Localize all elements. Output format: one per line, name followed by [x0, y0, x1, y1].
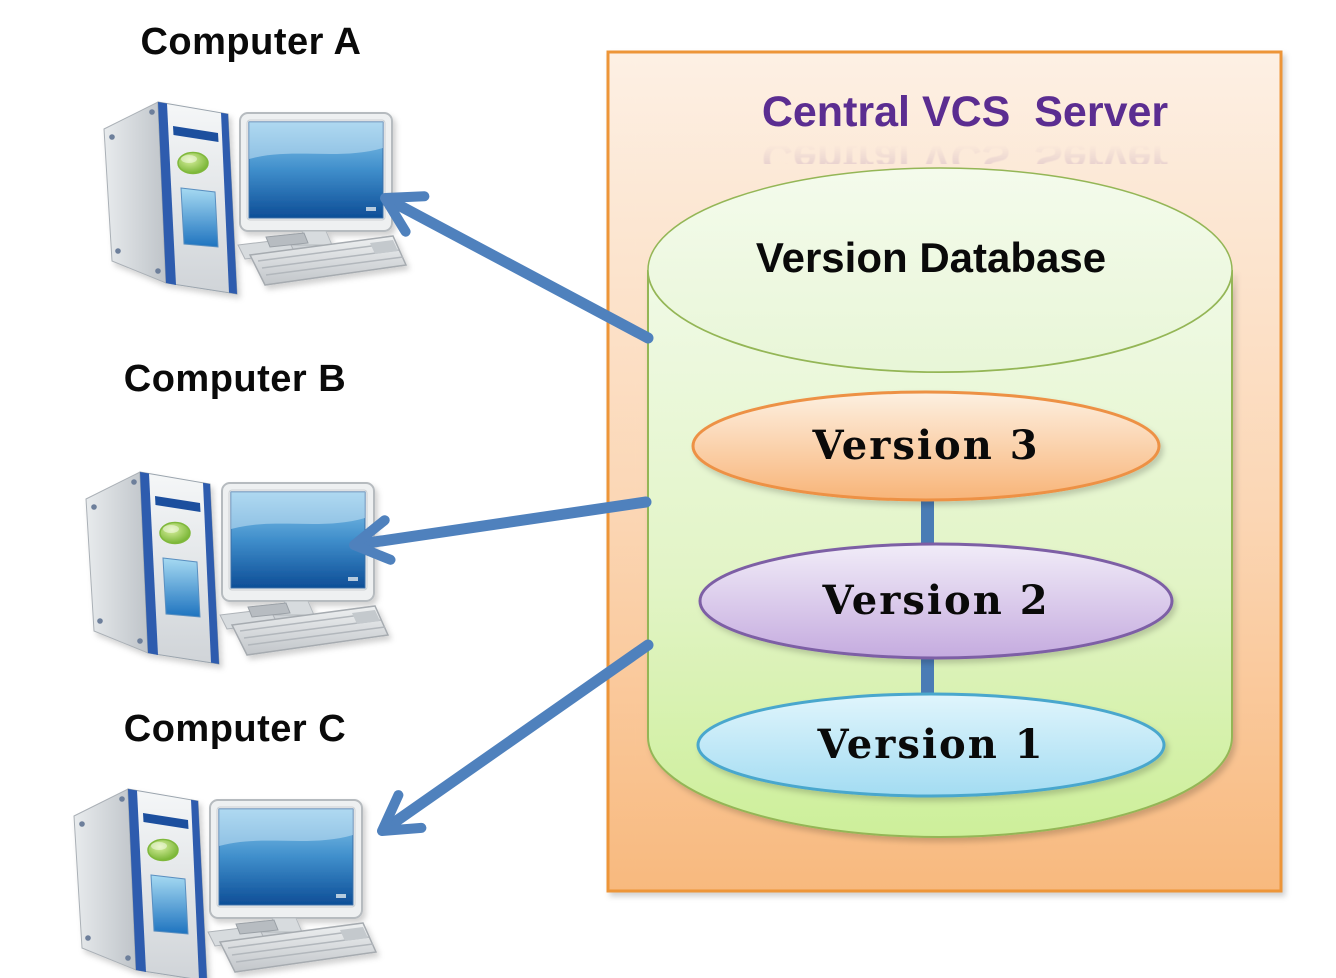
computer-b-illustration	[85, 471, 389, 665]
central-vcs-server-title-reflection: Central VCS Server	[650, 134, 1280, 164]
version-3-ellipse	[691, 390, 1161, 502]
version-2-label: Version 2	[822, 577, 1050, 624]
version-database-cylinder-top	[647, 167, 1233, 373]
computer-a-label: Computer A	[140, 21, 362, 63]
central-vcs-server-title: Central VCS Server	[761, 88, 1169, 136]
arrow-server-to-computer-a	[380, 191, 654, 344]
version-2-ellipse	[698, 542, 1174, 660]
version-1-label: Version 1	[817, 721, 1045, 768]
computer-b-label: Computer B	[123, 358, 347, 400]
arrow-server-to-computer-b	[349, 496, 652, 565]
version-3-label: Version 3	[812, 422, 1040, 469]
computer-a-illustration	[103, 101, 407, 295]
connector-version3-version2	[921, 494, 934, 552]
central-vcs-server-title-reflection-text: Central VCS Server	[761, 134, 1169, 164]
version-1-ellipse	[696, 692, 1166, 798]
computer-c-illustration	[73, 788, 377, 978]
version-database-label: Version Database	[755, 234, 1107, 281]
connector-version2-version1	[921, 650, 934, 704]
computer-c-label: Computer C	[123, 708, 347, 750]
arrow-server-to-computer-c	[377, 639, 654, 836]
